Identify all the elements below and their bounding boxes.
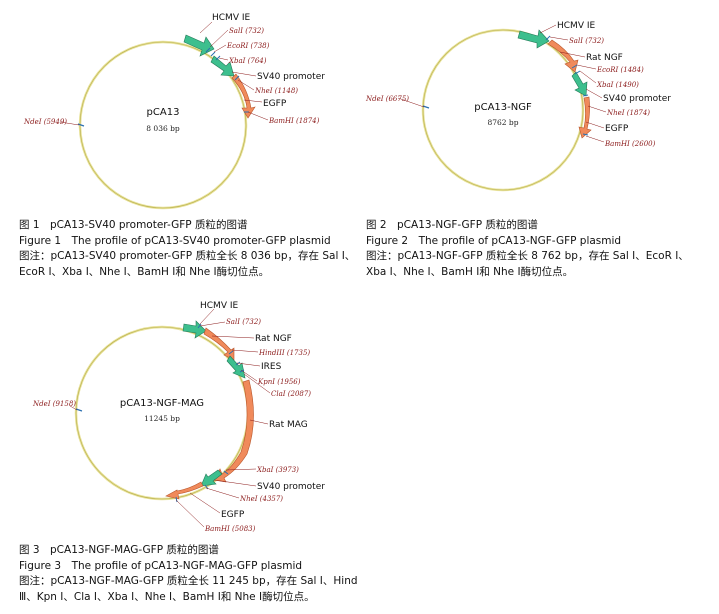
rat-mag-arrow [213, 379, 254, 483]
caption-note: Xba Ⅰ、Nhe Ⅰ、BamH Ⅰ和 Nhe Ⅰ酶切位点。 [366, 265, 574, 278]
egfp-arrow [578, 96, 592, 139]
site-label: XbaI (764) [228, 57, 267, 65]
caption-en-title: Figure 3 The profile of pCA13-NGF-MAG-GF… [19, 559, 303, 572]
caption-cn-title: 图 3 pCA13-NGF-MAG-GFP 质粒的图谱 [19, 544, 219, 556]
egfp-arrow [165, 481, 204, 500]
site-label: ClaI (2087) [271, 390, 311, 398]
site-label: XbaI (1490) [596, 81, 639, 89]
site-label: NdeI (9158) [32, 400, 76, 408]
feature-label: IRES [261, 362, 282, 372]
figure-1-map: HCMV IE SalI (732) EcoRI (738) XbaI (764… [23, 13, 325, 210]
caption-note: EcoR Ⅰ、Xba Ⅰ、Nhe Ⅰ、BamH Ⅰ和 Nhe Ⅰ酶切位点。 [19, 265, 270, 278]
site-label: NdeI (6675) [365, 95, 409, 103]
feature-label: EGFP [605, 124, 629, 134]
figure-3-map: HCMV IE SalI (732) Rat NGF HindIII (1735… [32, 301, 325, 533]
ires-arrow [226, 355, 246, 379]
figure-2-caption: 图 2 pCA13-NGF-GFP 质粒的图谱 Figure 2 The pro… [366, 218, 689, 280]
plasmid-name: pCA13-NGF [474, 102, 532, 113]
plasmid-name: pCA13 [147, 107, 180, 118]
caption-cn-title: 图 1 pCA13-SV40 promoter-GFP 质粒的图谱 [19, 219, 248, 231]
site-label: NdeI (5949) [23, 118, 67, 126]
caption-en-title: Figure 2 The profile of pCA13-NGF-GFP pl… [366, 234, 622, 247]
site-label: BamHI (5083) [204, 525, 256, 533]
site-label: KpnI (1956) [257, 378, 301, 386]
site-label: SalI (732) [226, 318, 261, 326]
sv40-promoter-arrow [210, 55, 235, 77]
site-label: SalI (732) [229, 27, 264, 35]
plasmid-name: pCA13-NGF-MAG [120, 398, 204, 409]
plasmid-size: 11245 bp [144, 414, 180, 423]
figure-3-caption: 图 3 pCA13-NGF-MAG-GFP 质粒的图谱 Figure 3 The… [19, 543, 358, 605]
plasmid-size: 8 036 bp [146, 124, 180, 133]
feature-label: HCMV IE [557, 21, 595, 31]
feature-label: HCMV IE [200, 301, 238, 311]
site-label: NheI (1874) [606, 109, 650, 117]
feature-label: EGFP [263, 99, 287, 109]
site-label: EcoRI (1484) [596, 66, 644, 74]
feature-label: Rat NGF [586, 53, 623, 63]
caption-note: 图注：pCA13-NGF-MAG-GFP 质粒全长 11 245 bp，存在 S… [19, 575, 358, 587]
egfp-arrow [231, 73, 256, 119]
plasmid-backbone [74, 325, 250, 501]
site-label: NheI (4357) [239, 495, 283, 503]
plasmid-size: 8762 bp [487, 118, 518, 127]
site-label: SalI (732) [569, 37, 604, 45]
feature-label: HCMV IE [212, 13, 250, 23]
feature-label: EGFP [221, 510, 245, 520]
feature-label: Rat NGF [255, 334, 292, 344]
site-label: BamHI (2600) [604, 140, 656, 148]
site-label: XbaI (3973) [256, 466, 299, 474]
feature-label: SV40 promoter [257, 72, 325, 82]
site-label: EcoRI (738) [226, 42, 270, 50]
hcmv-ie-arrow [183, 34, 215, 57]
caption-note: 图注：pCA13-SV40 promoter-GFP 质粒全长 8 036 bp… [19, 250, 356, 262]
caption-en-title: Figure 1 The profile of pCA13-SV40 promo… [19, 234, 331, 247]
rat-ngf-arrow [203, 327, 235, 361]
hcmv-ie-arrow [517, 29, 550, 49]
sv40-promoter-arrow [200, 469, 223, 487]
feature-label: SV40 promoter [257, 482, 325, 492]
hcmv-ie-arrow [182, 320, 207, 339]
feature-label: SV40 promoter [603, 94, 671, 104]
feature-label: Rat MAG [269, 420, 308, 430]
sv40-promoter-arrow [571, 71, 588, 97]
site-label: NheI (1148) [254, 87, 298, 95]
site-label: HindIII (1735) [258, 349, 310, 357]
figure-1-caption: 图 1 pCA13-SV40 promoter-GFP 质粒的图谱 Figure… [19, 218, 355, 280]
caption-cn-title: 图 2 pCA13-NGF-GFP 质粒的图谱 [366, 219, 538, 231]
caption-note: 图注：pCA13-NGF-GFP 质粒全长 8 762 bp，存在 Sal Ⅰ、… [366, 250, 689, 262]
figure-2-map: HCMV IE SalI (732) Rat NGF EcoRI (1484) … [365, 21, 671, 192]
rat-ngf-arrow [547, 39, 579, 73]
caption-note: Ⅲ、Kpn Ⅰ、Cla Ⅰ、Xba Ⅰ、Nhe Ⅰ、BamH Ⅰ和 Nhe Ⅰ酶… [19, 590, 315, 603]
site-label: BamHI (1874) [268, 117, 320, 125]
